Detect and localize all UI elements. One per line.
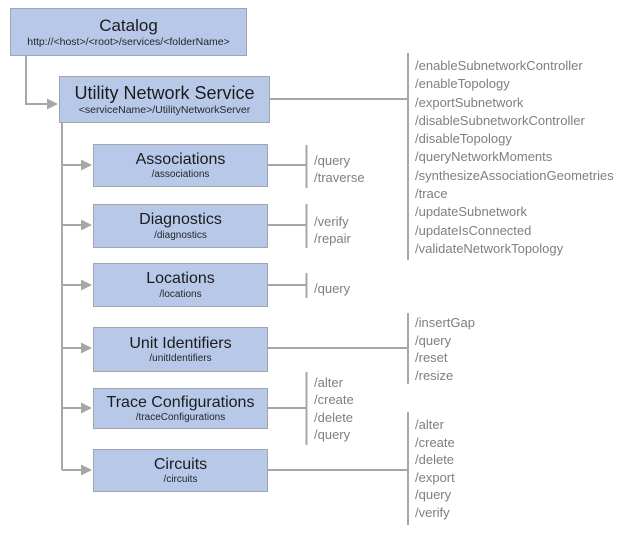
operation-label: /synthesizeAssociationGeometries — [415, 167, 614, 183]
trace-configurations-ops-rail — [267, 372, 308, 445]
trace-configurations-title: Trace Configurations — [106, 393, 255, 411]
operation-label: /query — [314, 426, 351, 442]
catalog-box: Catalog http://<host>/<root>/services/<f… — [10, 8, 247, 56]
unit-identifiers-operations-list: /insertGap /query /reset /resize — [415, 314, 475, 384]
operation-label: /create — [314, 392, 354, 408]
operation-label: /query — [314, 153, 351, 168]
operation-label: /validateNetworkTopology — [415, 240, 564, 256]
arrowhead-icon — [81, 402, 92, 414]
associations-operations-list: /query /traverse — [314, 152, 365, 186]
operation-label: /trace — [415, 186, 448, 202]
arrowhead-icon — [47, 98, 58, 110]
operation-label: /traverse — [314, 170, 365, 185]
operation-label: /repair — [314, 231, 351, 246]
operation-label: /insertGap — [415, 315, 475, 330]
operation-label: /query — [314, 281, 351, 296]
arrowhead-icon — [81, 279, 92, 291]
locations-ops-rail — [267, 273, 308, 298]
utility-network-service-box: Utility Network Service <serviceName>/Ut… — [59, 76, 270, 123]
catalog-subtitle: http://<host>/<root>/services/<folderNam… — [27, 36, 230, 49]
unit-identifiers-subtitle: /unitIdentifiers — [149, 353, 212, 365]
operation-label: /resize — [415, 367, 454, 383]
operation-label: /disableSubnetworkController — [415, 112, 585, 128]
diagnostics-box: Diagnostics /diagnostics — [93, 204, 268, 248]
operation-label: /reset — [415, 350, 448, 365]
trace-configurations-subtitle: /traceConfigurations — [135, 412, 226, 424]
operation-label: /delete — [314, 409, 354, 425]
operation-label: /alter — [314, 375, 343, 390]
locations-operations-list: /query — [314, 280, 350, 297]
locations-title: Locations — [146, 270, 215, 288]
arrowhead-icon — [81, 159, 92, 171]
operation-label: /create — [415, 434, 455, 450]
service-operations-list: /enableSubnetworkController /enableTopol… — [415, 57, 614, 258]
locations-subtitle: /locations — [159, 288, 202, 300]
diagnostics-subtitle: /diagnostics — [154, 229, 207, 241]
operation-label: /alter — [415, 417, 444, 432]
service-subtitle: <serviceName>/UtilityNetworkServer — [78, 104, 251, 117]
operation-label: /queryNetworkMoments — [415, 149, 553, 165]
associations-box: Associations /associations — [93, 144, 268, 187]
locations-box: Locations /locations — [93, 263, 268, 307]
arrowhead-icon — [81, 219, 92, 231]
arrowhead-icon — [81, 464, 92, 476]
diagnostics-operations-list: /verify /repair — [314, 213, 351, 247]
arrowhead-icon — [81, 342, 92, 354]
trace-configurations-operations-list: /alter /create /delete /query — [314, 374, 354, 443]
trace-configurations-box: Trace Configurations /traceConfiguration… — [93, 388, 268, 429]
circuits-subtitle: /circuits — [163, 474, 198, 486]
operation-label: /disableTopology — [415, 131, 512, 147]
operation-label: /enableTopology — [415, 76, 510, 92]
service-title: Utility Network Service — [74, 82, 255, 103]
diagnostics-ops-rail — [267, 204, 308, 248]
operation-label: /updateSubnetwork — [415, 204, 528, 220]
circuits-operations-list: /alter /create /delete /export /query /v… — [415, 416, 455, 521]
catalog-title: Catalog — [99, 15, 158, 35]
operation-label: /exportSubnetwork — [415, 94, 524, 110]
associations-title: Associations — [135, 150, 226, 168]
circuits-box: Circuits /circuits — [93, 449, 268, 492]
associations-ops-rail — [267, 145, 308, 188]
unit-identifiers-box: Unit Identifiers /unitIdentifiers — [93, 327, 268, 372]
unit-identifiers-ops-rail — [267, 313, 409, 384]
operation-label: /export — [415, 469, 455, 485]
operation-label: /query — [415, 487, 452, 502]
operation-label: /delete — [415, 452, 455, 467]
operation-label: /updateIsConnected — [415, 222, 532, 238]
operation-label: /verify — [415, 504, 450, 520]
catalog-to-service-line — [25, 56, 47, 105]
diagnostics-title: Diagnostics — [139, 211, 222, 229]
circuits-ops-rail — [267, 412, 409, 525]
service-ops-rail — [269, 53, 409, 260]
operation-label: /enableSubnetworkController — [415, 58, 583, 73]
circuits-title: Circuits — [153, 455, 208, 473]
unit-identifiers-title: Unit Identifiers — [129, 334, 232, 352]
operation-label: /query — [415, 332, 452, 348]
operation-label: /verify — [314, 214, 349, 229]
associations-subtitle: /associations — [151, 169, 210, 181]
